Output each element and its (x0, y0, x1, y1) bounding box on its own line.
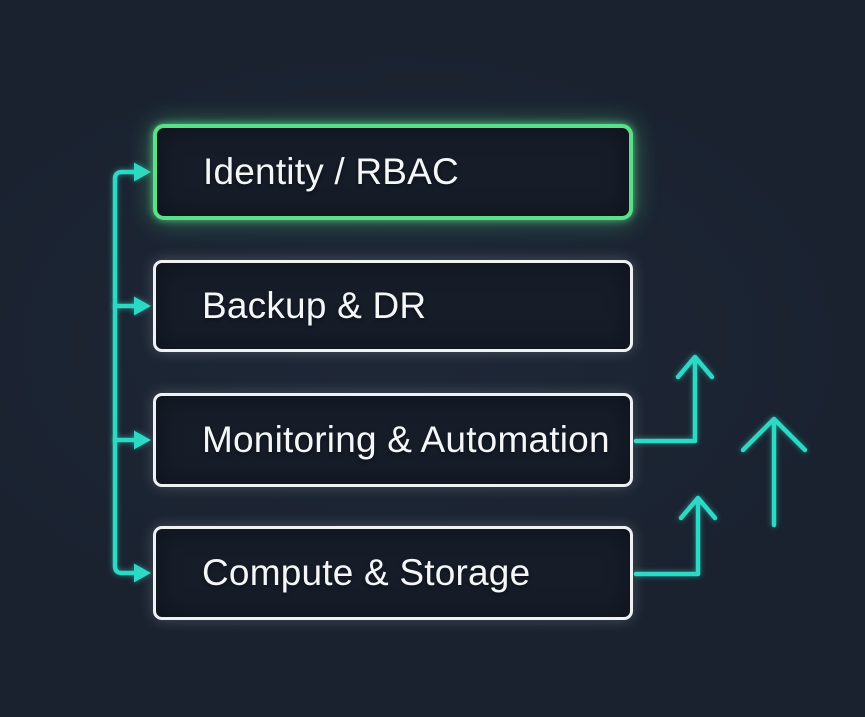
node-backup-dr: Backup & DR (153, 260, 633, 352)
branch-arrowhead-icon (134, 162, 151, 182)
compute-up-arrow-icon (633, 495, 718, 577)
monitoring-up-arrow-icon (633, 354, 715, 444)
node-label: Monitoring & Automation (202, 419, 610, 460)
node-identity-rbac: Identity / RBAC (153, 124, 633, 220)
node-monitoring-automation: Monitoring & Automation (153, 393, 633, 487)
node-label: Compute & Storage (202, 552, 531, 593)
node-label: Backup & DR (202, 285, 427, 326)
node-label: Identity / RBAC (203, 151, 459, 192)
scale-up-arrow-icon (740, 416, 808, 528)
branch-arrowhead-icon (134, 563, 151, 583)
fan-out-trunk-line (112, 169, 140, 576)
node-compute-storage: Compute & Storage (153, 526, 633, 620)
branch-arrowhead-icon (134, 296, 151, 316)
branch-arrowhead-icon (134, 430, 151, 450)
